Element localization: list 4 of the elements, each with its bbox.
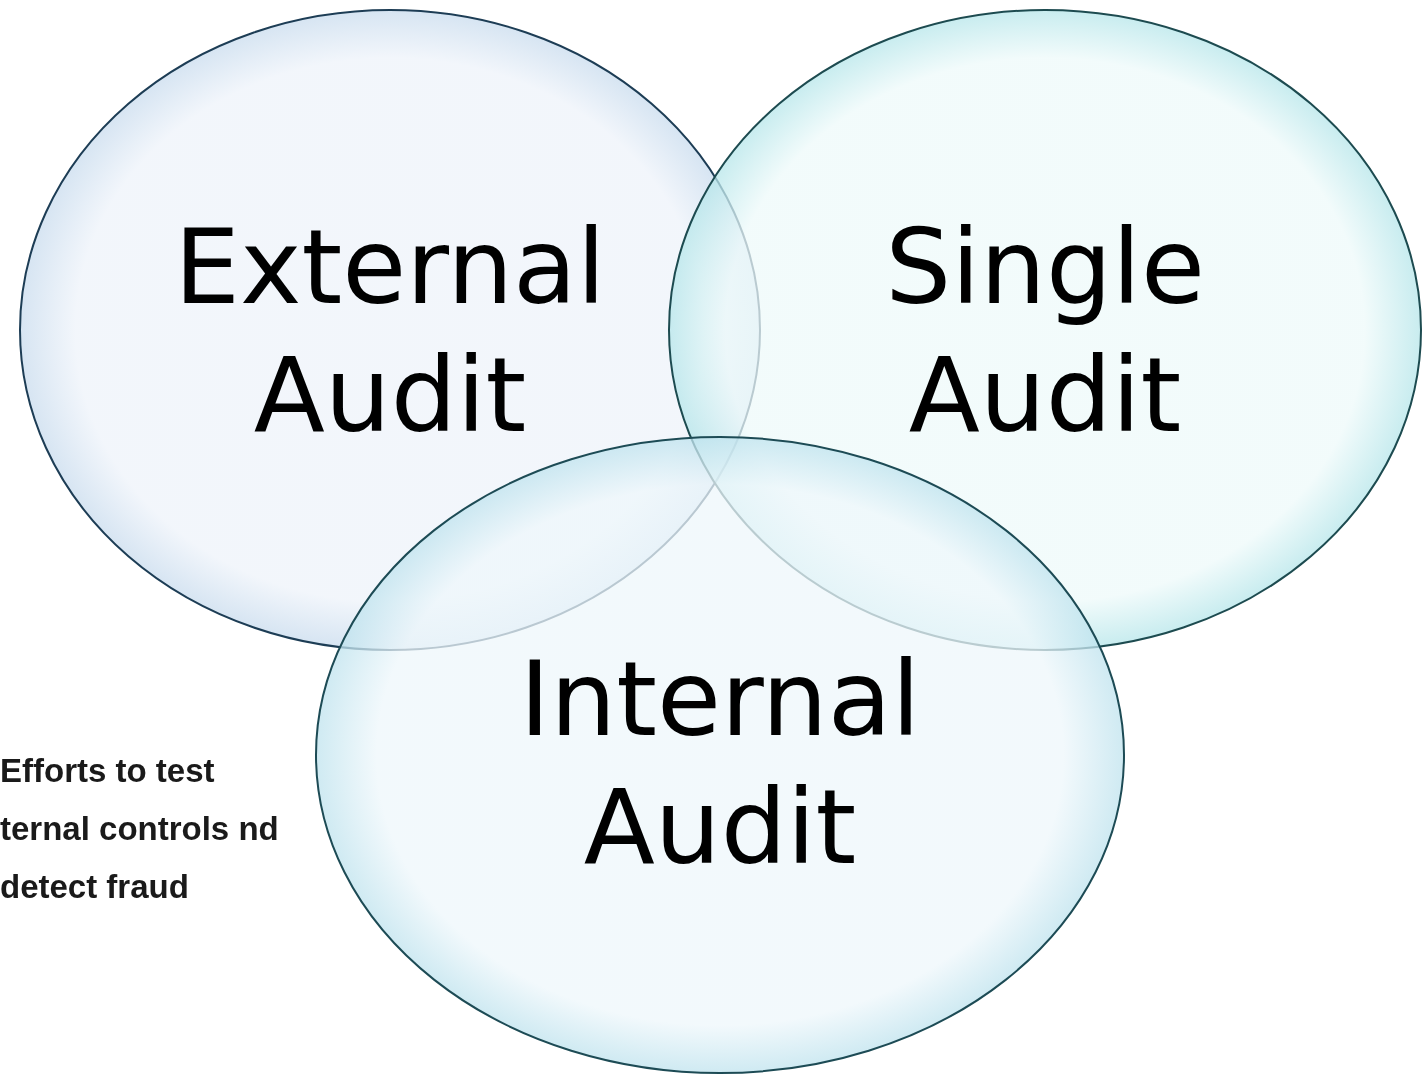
circle-label: External Audit xyxy=(173,205,607,458)
side-note: Efforts to test ternal controls nd detect fraud xyxy=(0,751,280,907)
circle-label: Single Audit xyxy=(884,205,1206,458)
circle-label: Internal Audit xyxy=(518,637,922,890)
